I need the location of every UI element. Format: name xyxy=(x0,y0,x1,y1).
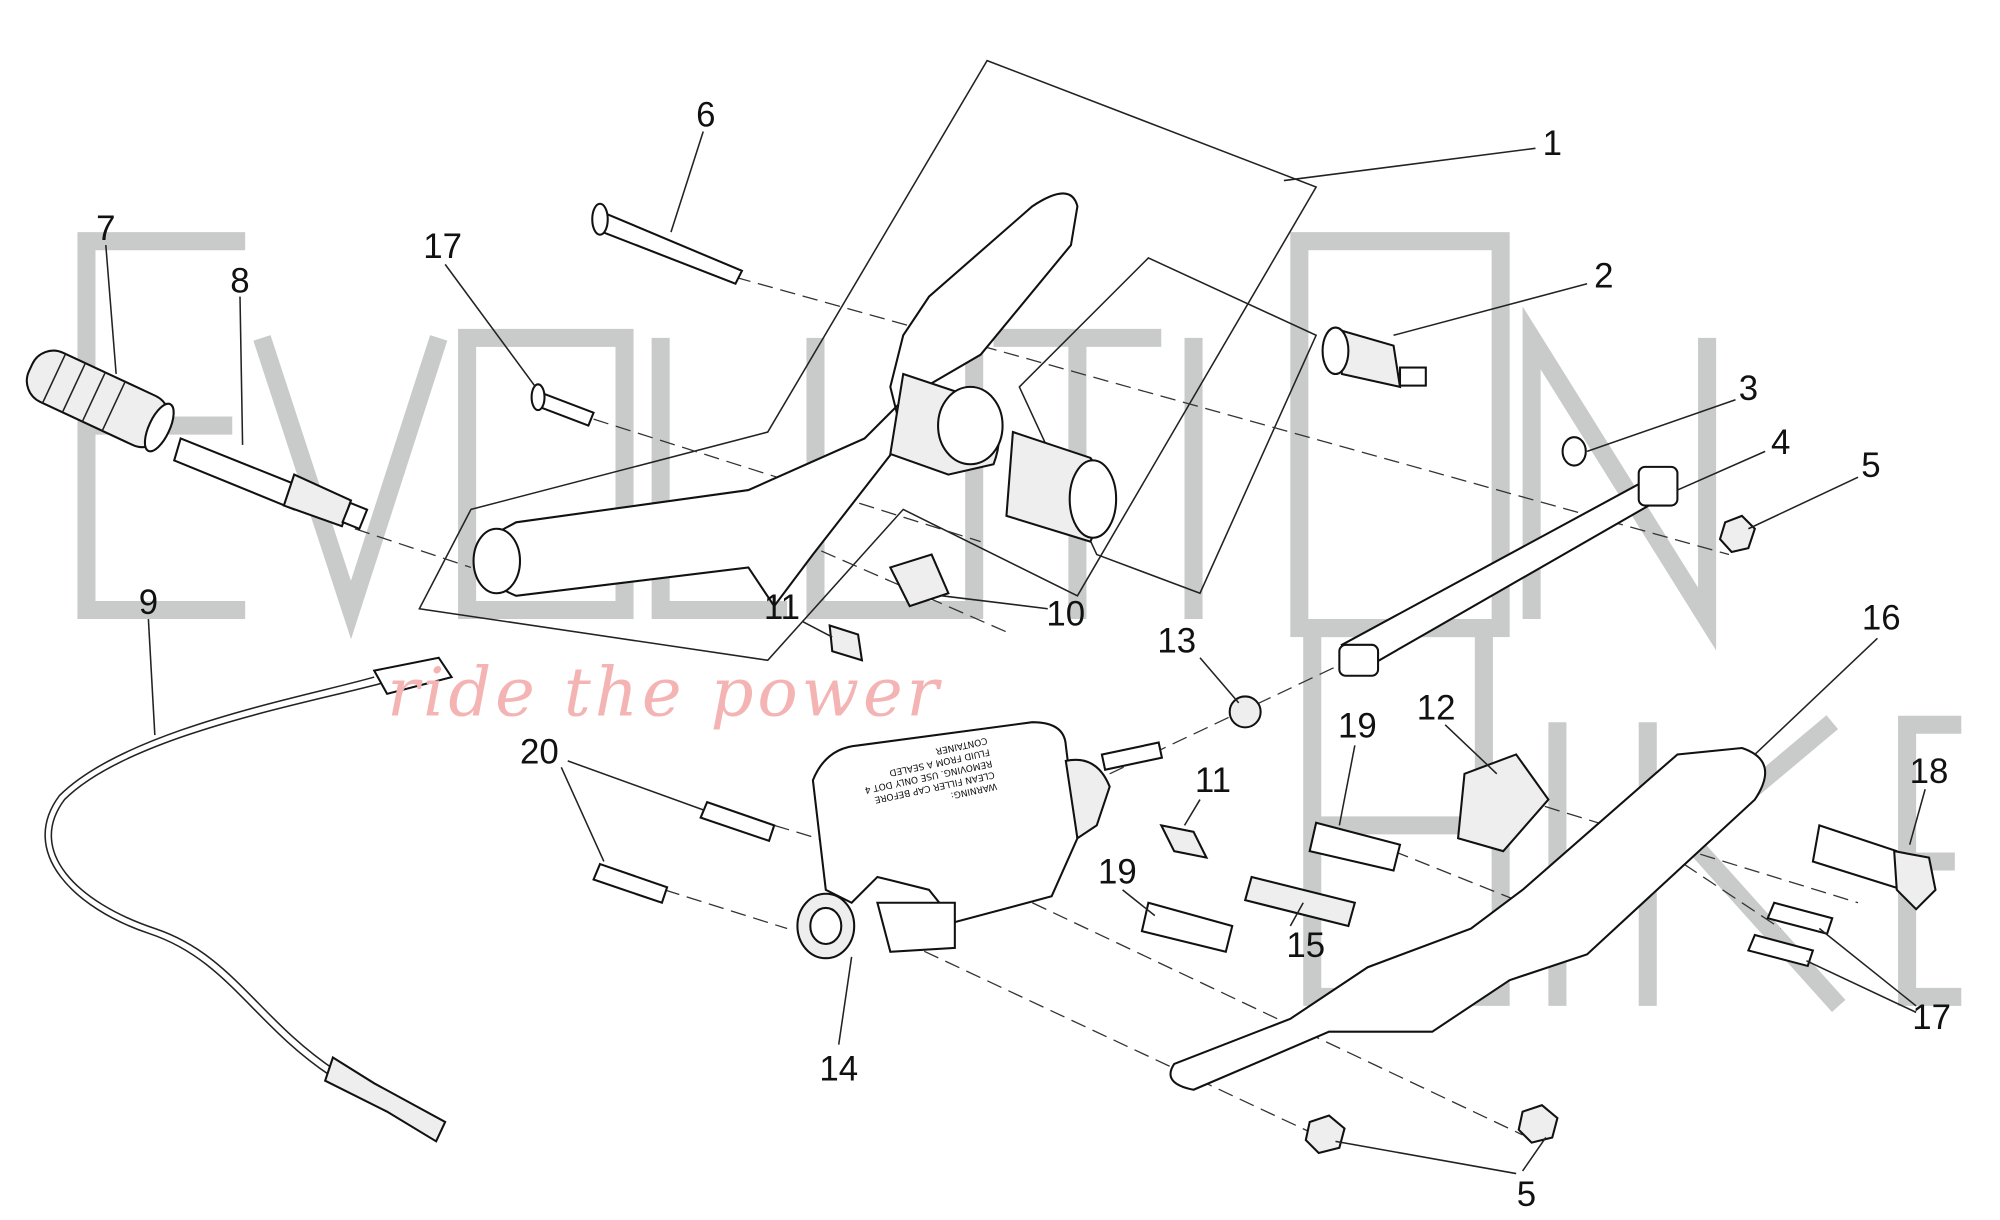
nut xyxy=(1517,1104,1559,1144)
pedal-pivot-boss xyxy=(472,527,522,595)
mounting-bolt xyxy=(592,862,669,905)
pedal-bushing xyxy=(889,372,1118,543)
callout-17: 17 xyxy=(423,227,462,266)
callout-13: 13 xyxy=(1157,622,1196,661)
callout-14: 14 xyxy=(819,1050,858,1089)
callout-8: 8 xyxy=(230,262,249,301)
pedal-sub-outline xyxy=(1018,256,1318,595)
callout-10: 10 xyxy=(1046,594,1085,633)
callout-19: 19 xyxy=(1338,707,1377,746)
small-bolt xyxy=(530,383,595,427)
banjo-bolt xyxy=(828,624,864,662)
callout-4: 4 xyxy=(1771,423,1790,462)
callout-6: 6 xyxy=(696,95,715,134)
leader-lines xyxy=(105,131,1926,1175)
spacer-bushing xyxy=(1321,326,1427,389)
bracket-hex-bolt xyxy=(1811,824,1937,911)
mounting-bolt xyxy=(699,800,776,843)
banjo-bolt xyxy=(1159,823,1209,860)
footrest-bracket xyxy=(1169,746,1767,1091)
callout-labels: 1 2 3 4 5 6 7 8 9 10 11 11 12 13 14 15 1… xyxy=(96,95,1951,1213)
spacer-nut xyxy=(1228,695,1262,729)
callout-16: 16 xyxy=(1862,598,1901,637)
washer xyxy=(1561,436,1587,467)
bracket-bolt xyxy=(1308,821,1402,872)
callout-18: 18 xyxy=(1910,752,1949,791)
callout-19b: 19 xyxy=(1098,852,1137,891)
nut xyxy=(1304,1114,1346,1155)
small-bolt xyxy=(1766,901,1834,935)
callout-11: 11 xyxy=(764,588,800,627)
callout-7: 7 xyxy=(96,209,115,248)
brake-light-switch-cable xyxy=(44,656,454,1143)
return-spring xyxy=(1243,875,1357,928)
bracket-bolt xyxy=(1140,901,1234,954)
callout-5: 5 xyxy=(1861,446,1880,485)
nut xyxy=(1718,514,1757,554)
footpeg-shaft xyxy=(172,437,369,531)
small-bolt xyxy=(1746,933,1815,968)
callout-5b: 5 xyxy=(1517,1175,1536,1214)
pushrod xyxy=(1338,465,1679,677)
callout-12: 12 xyxy=(1417,689,1456,728)
callout-20: 20 xyxy=(520,732,559,771)
callout-3: 3 xyxy=(1739,369,1758,408)
pivot-pin xyxy=(591,202,744,286)
callout-1: 1 xyxy=(1543,124,1562,163)
brake-master-cylinder: WARNING: CLEAN FILLER CAP BEFORE REMOVIN… xyxy=(796,721,1164,960)
callout-9: 9 xyxy=(139,583,158,622)
footpeg-rubber-grip xyxy=(25,349,175,453)
callout-11b: 11 xyxy=(1195,761,1231,800)
callout-15: 15 xyxy=(1286,926,1325,965)
watermark-tagline: ride the power xyxy=(387,654,942,732)
callout-2: 2 xyxy=(1594,257,1613,296)
callout-17b: 17 xyxy=(1912,998,1951,1037)
clip xyxy=(888,553,950,608)
cylinder-bracket xyxy=(1456,753,1550,853)
pedal-assembly-outline xyxy=(418,59,1318,662)
